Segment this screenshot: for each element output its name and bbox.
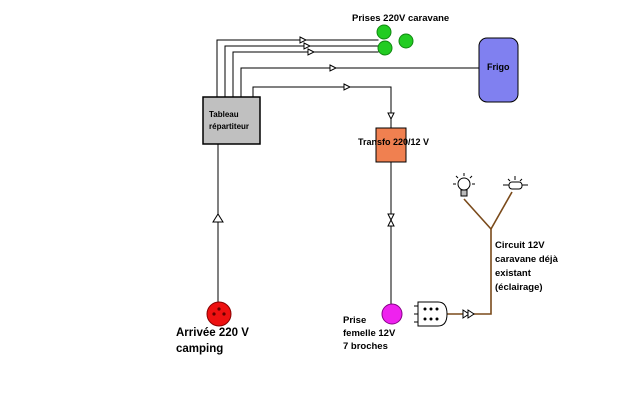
wire-12v-main <box>446 229 492 315</box>
circuit-label-line4: (éclairage) <box>495 282 543 293</box>
arrivee-socket-icon <box>206 301 232 327</box>
prise-label-line3: 7 broches <box>343 341 388 352</box>
circuit-label-line2: caravane déjà <box>495 254 559 265</box>
circuit-label-line3: existant <box>495 268 532 279</box>
socket-hole <box>217 307 221 311</box>
arrow-icon <box>299 36 308 44</box>
arrow-icon <box>212 213 224 223</box>
plug-connector-icon <box>414 301 448 327</box>
arrow-icon <box>387 218 395 227</box>
green-socket-icon <box>376 24 392 40</box>
tableau-label-line1: Tableau <box>209 110 239 119</box>
arrow-icon <box>467 309 475 319</box>
arrivee-220v: Arrivée 220 V camping <box>176 301 249 355</box>
wire-12v-arrows <box>462 309 475 319</box>
wire-to-socket-3 <box>232 51 379 98</box>
arrow-icon <box>307 48 316 56</box>
frigo-box <box>478 37 519 103</box>
arrow-icon <box>462 309 470 319</box>
tube-lamp-icon <box>503 176 528 190</box>
transfo: Transfo 220/12 V <box>358 127 429 163</box>
arrow-icon <box>387 112 395 121</box>
tableau-box <box>202 96 261 145</box>
arrivee-label-line1: Arrivée 220 V <box>176 327 249 339</box>
wire-to-frigo <box>240 67 481 98</box>
light-bulb-icon <box>453 173 475 197</box>
prise-label-line1: Prise <box>343 315 366 326</box>
wire-to-socket-2 <box>224 45 379 98</box>
green-socket-icon <box>377 40 393 56</box>
transfo-label: Transfo 220/12 V <box>358 137 429 147</box>
arrivee-label-line2: camping <box>176 343 223 355</box>
arrow-icon <box>329 64 338 72</box>
prise-femelle-12v: Prise femelle 12V 7 broches <box>343 303 403 352</box>
wires-220v <box>216 39 481 305</box>
frigo-label: Frigo <box>487 62 510 72</box>
tableau-label-line2: répartiteur <box>209 122 249 131</box>
circuit-label-line1: Circuit 12V <box>495 240 545 251</box>
wire-to-socket-1 <box>216 39 379 98</box>
wire-12v-to-tube <box>490 191 513 230</box>
prise-femelle-icon <box>381 303 403 325</box>
prises-220v-caravane: Prises 220V caravane <box>352 13 449 56</box>
circuit-12v <box>446 191 513 315</box>
frigo: Frigo <box>478 37 519 103</box>
wire-to-transfo <box>252 86 392 129</box>
arrow-icon <box>303 42 312 50</box>
wire-12v-to-bulb <box>463 198 492 230</box>
prise-label-line2: femelle 12V <box>343 328 396 339</box>
arrow-icon <box>343 83 352 91</box>
transfo-box <box>375 127 407 163</box>
green-socket-icon <box>398 33 414 49</box>
arrow-icon <box>387 213 395 222</box>
socket-hole <box>222 312 226 316</box>
socket-hole <box>212 312 216 316</box>
tableau-repartiteur: Tableau répartiteur <box>202 96 261 145</box>
wire-arrows <box>212 36 395 227</box>
prises-caravane-label: Prises 220V caravane <box>352 13 449 24</box>
